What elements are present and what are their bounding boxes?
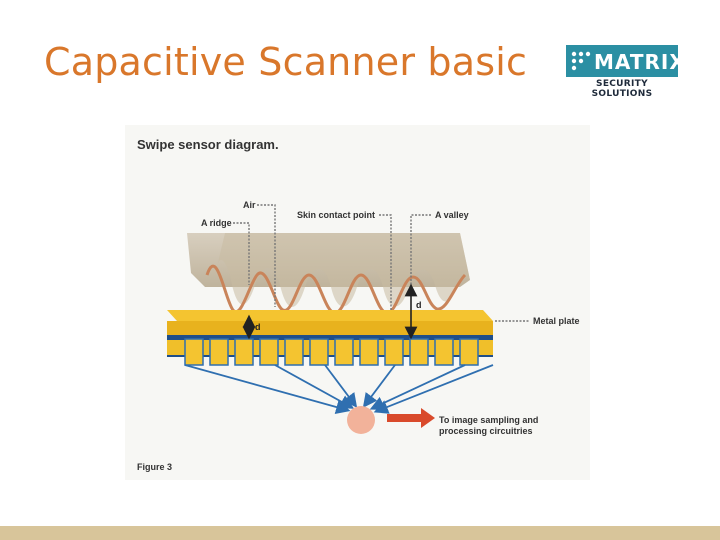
signal-arrows [184,364,494,415]
logo-box: MATRIX [566,45,685,77]
swipe-sensor-diagram: Swipe sensor diagram. [125,125,590,480]
matrix-logo: MATRIX SECURITY SOLUTIONS [566,45,685,99]
output-arrow [387,408,435,428]
label-d-right: d [416,300,422,310]
label-ridge: A ridge [201,218,232,228]
label-valley: A valley [435,210,469,220]
figure-heading: Swipe sensor diagram. [137,137,279,152]
label-metal-plate: Metal plate [533,316,580,326]
diagram-svg: Swipe sensor diagram. [137,137,580,472]
logo-tagline: SECURITY SOLUTIONS [591,79,653,99]
finger-shape [187,233,470,315]
sensor-cells [184,338,479,366]
label-air: Air [243,200,256,210]
output-label-line1: To image sampling and [439,415,538,425]
bottom-band [0,526,720,540]
label-d-left: d [255,322,261,332]
output-label-line2: processing circuitries [439,426,533,436]
distance-markers [242,283,418,340]
logo-dots-icon [571,51,591,71]
figure-caption: Figure 3 [137,462,172,472]
processing-node [347,406,375,434]
logo-word: MATRIX [594,50,686,74]
slide-title: Capacitive Scanner basic [44,40,528,84]
label-contact: Skin contact point [297,210,375,220]
leader-lines [233,204,530,322]
